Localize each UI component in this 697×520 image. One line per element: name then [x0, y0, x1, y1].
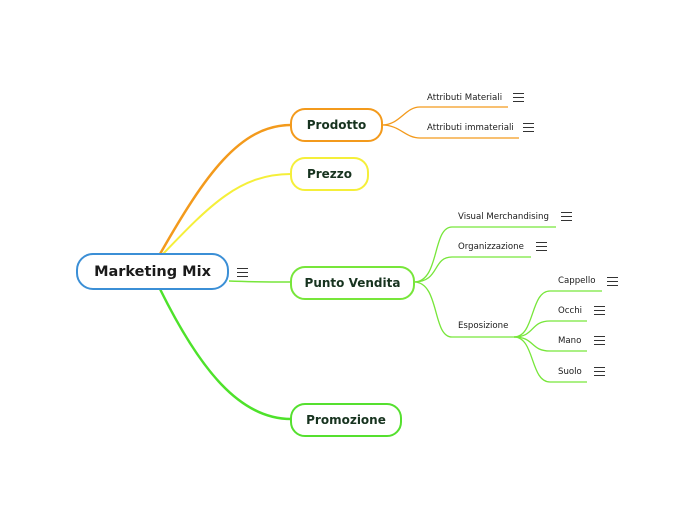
subtopic-mano[interactable]: Mano [558, 336, 582, 346]
branch-label: Prodotto [306, 118, 367, 132]
subtopic-suolo[interactable]: Suolo [558, 367, 582, 377]
branch-label: Prezzo [306, 167, 353, 181]
subtopic-attributi-immateriali[interactable]: Attributi immateriali [427, 123, 514, 133]
menu-icon[interactable] [237, 268, 248, 278]
subtopic-attributi-materiali[interactable]: Attributi Materiali [427, 93, 503, 103]
branch-promozione[interactable]: Promozione [290, 403, 402, 437]
branch-prezzo[interactable]: Prezzo [290, 157, 369, 191]
menu-icon[interactable] [523, 123, 534, 133]
subtopic-occhi[interactable]: Occhi [558, 306, 583, 316]
menu-icon[interactable] [607, 277, 618, 287]
central-topic-marketing-mix[interactable]: Marketing Mix [76, 253, 229, 290]
branch-label: Punto Vendita [304, 276, 401, 290]
subtopic-visual-merchandising[interactable]: Visual Merchandising [458, 212, 549, 222]
menu-icon[interactable] [536, 242, 547, 252]
subtopic-esposizione[interactable]: Esposizione [458, 321, 509, 331]
branch-prodotto[interactable]: Prodotto [290, 108, 383, 142]
branch-label: Promozione [306, 413, 386, 427]
branch-punto-vendita[interactable]: Punto Vendita [290, 266, 415, 300]
menu-icon[interactable] [594, 367, 605, 377]
menu-icon[interactable] [594, 336, 605, 346]
menu-icon[interactable] [513, 93, 524, 103]
menu-icon[interactable] [594, 306, 605, 316]
subtopic-cappello[interactable]: Cappello [558, 276, 596, 286]
menu-icon[interactable] [561, 212, 572, 222]
central-topic-label: Marketing Mix [94, 263, 211, 280]
subtopic-organizzazione[interactable]: Organizzazione [458, 242, 524, 252]
